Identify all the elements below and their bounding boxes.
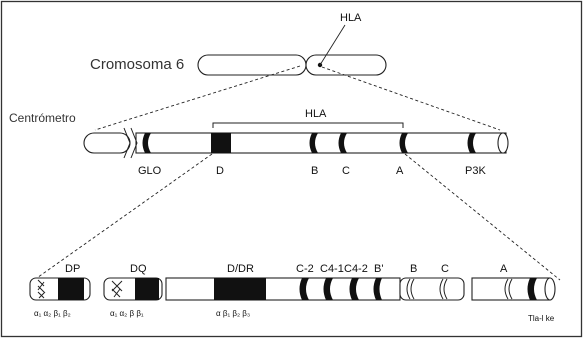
locus-label-glo: GLO — [138, 165, 162, 177]
locus-label-c4-2: C4-2 — [344, 263, 368, 275]
locus-label-c4-1: C4-1 — [320, 263, 344, 275]
hla-mid-label: HLA — [305, 108, 327, 120]
end-label: Tla-l ke — [528, 314, 555, 323]
locus-label-c-class1: C — [441, 263, 449, 275]
c4-1-band — [323, 278, 333, 300]
c-arcs — [439, 278, 448, 300]
dp-chains-label: α₁ α₂ β₁ β₂ — [34, 309, 71, 318]
c2-band — [299, 278, 309, 300]
locus-label-c: C — [342, 165, 350, 177]
bottom-bar-segment-4 — [399, 277, 465, 301]
a-arcs — [504, 278, 513, 300]
zoom-line-top-left — [94, 65, 301, 131]
middle-bar-end-cap — [497, 132, 509, 154]
dq-band — [135, 278, 159, 300]
centromere-label: Centrómetro — [9, 111, 76, 125]
locus-label-c2: C-2 — [296, 263, 314, 275]
dq-pseudogene-hatch — [111, 280, 123, 298]
bottom-bar-end-cap — [544, 277, 556, 301]
a-band — [527, 278, 537, 300]
bottom-bar-segment-3 — [165, 277, 401, 301]
dp-pseudogene-hatch — [37, 279, 46, 299]
b-arcs — [406, 278, 415, 300]
zoom-line-top-right — [321, 66, 501, 131]
locus-label-d: D — [216, 165, 224, 177]
hla-top-label: HLA — [340, 12, 362, 24]
bf-band — [373, 278, 382, 300]
locus-label-a-class1: A — [500, 263, 508, 275]
dq-chains-label: α₁ α₂ β β₁ — [110, 309, 144, 318]
break-mark — [123, 127, 131, 159]
middle-bar-main-segment — [135, 132, 507, 154]
hla-region-bar — [83, 127, 509, 159]
zoom-line-bottom-right — [404, 153, 561, 281]
band-a — [399, 133, 408, 153]
chromosome-arm-short — [197, 54, 307, 76]
middle-bar-left-segment — [83, 132, 131, 154]
class-region-detail-bar — [29, 277, 556, 301]
locus-label-dp: DP — [65, 263, 80, 275]
c4-2-band — [349, 278, 359, 300]
locus-label-ddr: D/DR — [227, 263, 254, 275]
locus-label-bprime: B' — [374, 263, 383, 275]
band-b — [309, 133, 318, 153]
break-mark-2 — [130, 127, 138, 159]
dp-band — [58, 278, 84, 300]
locus-label-a: A — [396, 165, 404, 177]
chromosome-6 — [197, 24, 387, 76]
zoom-line-bottom-left — [33, 153, 213, 281]
band-glo — [142, 133, 151, 153]
hla-pointer-line — [319, 24, 346, 66]
chromosome-label: Cromosoma 6 — [90, 56, 184, 73]
band-d — [211, 133, 231, 153]
locus-label-b: B — [311, 165, 318, 177]
hla-bracket — [212, 122, 404, 128]
dr-band — [214, 278, 266, 300]
dr-chains-label: α β₁ β₂ β₃ — [216, 309, 250, 318]
locus-label-dq: DQ — [130, 263, 147, 275]
band-c — [338, 133, 347, 153]
band-p3k — [467, 133, 476, 153]
locus-label-p3k: P3K — [465, 165, 486, 177]
locus-label-b-class1: B — [410, 263, 417, 275]
chromosome-arm-long — [305, 54, 387, 76]
